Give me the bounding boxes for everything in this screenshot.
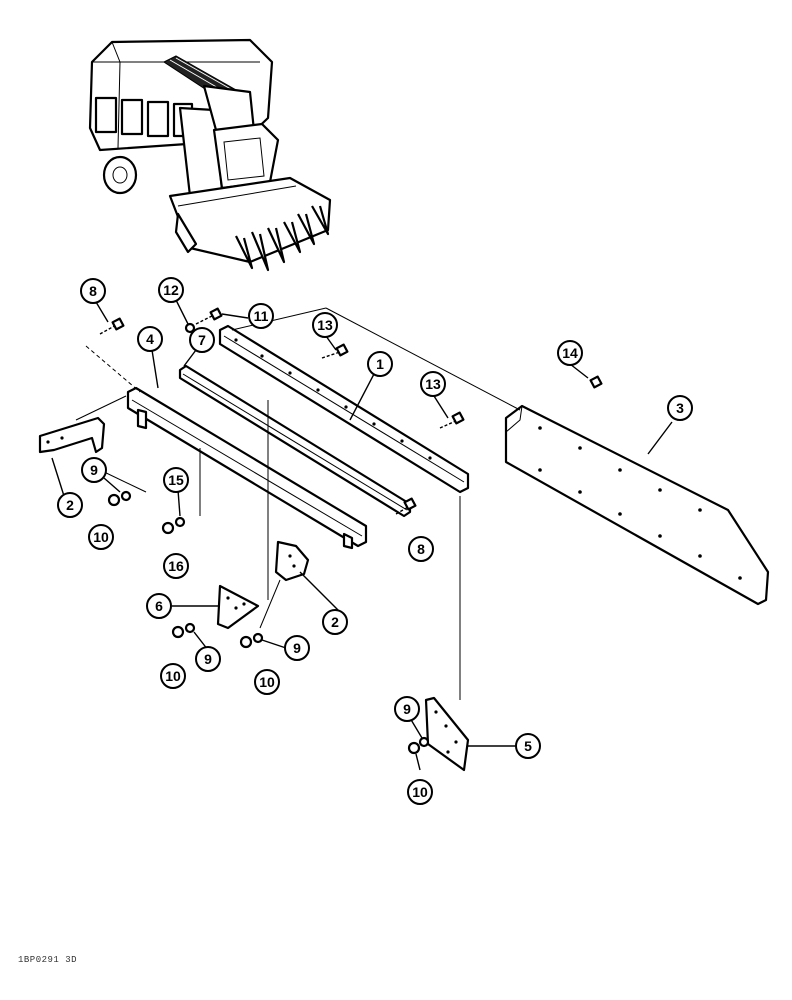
callout-label: 9 xyxy=(293,640,301,656)
callout-label: 8 xyxy=(417,541,425,557)
callout-label: 15 xyxy=(168,472,184,488)
callout-label: 5 xyxy=(524,738,532,754)
hardware xyxy=(99,307,603,755)
callout-9: 9 xyxy=(394,696,420,722)
callout-11: 11 xyxy=(248,303,274,329)
part-5-plate xyxy=(424,696,470,772)
callout-9: 9 xyxy=(195,646,221,672)
callout-label: 10 xyxy=(412,784,428,800)
row-unit-teeth xyxy=(235,205,330,272)
part-2-bracket-left xyxy=(38,416,106,454)
cotton-picker-illustration xyxy=(88,38,332,272)
callout-label: 8 xyxy=(89,283,97,299)
callout-label: 9 xyxy=(204,651,212,667)
callout-label: 7 xyxy=(198,332,206,348)
callout-10: 10 xyxy=(160,663,186,689)
part-6-plate xyxy=(216,584,260,630)
callout-2: 2 xyxy=(322,609,348,635)
callout-1: 1 xyxy=(367,351,393,377)
part-4-rail xyxy=(126,386,368,550)
figure-id: 1BP0291 3D xyxy=(18,955,78,965)
callout-label: 4 xyxy=(146,331,154,347)
callout-label: 1 xyxy=(376,356,384,372)
callout-4: 4 xyxy=(137,326,163,352)
callout-14: 14 xyxy=(557,340,583,366)
callout-label: 3 xyxy=(676,400,684,416)
callout-10: 10 xyxy=(88,524,114,550)
callout-label: 14 xyxy=(562,345,578,361)
callout-label: 13 xyxy=(425,376,441,392)
callout-label: 12 xyxy=(163,282,179,298)
callout-label: 9 xyxy=(90,462,98,478)
callout-8: 8 xyxy=(408,536,434,562)
callout-label: 10 xyxy=(165,668,181,684)
panel-holes xyxy=(538,426,742,580)
callout-label: 16 xyxy=(168,558,184,574)
part-1-rail xyxy=(218,324,470,494)
callout-label: 2 xyxy=(331,614,339,630)
callout-9: 9 xyxy=(81,457,107,483)
callout-label: 10 xyxy=(259,674,275,690)
callout-7: 7 xyxy=(189,327,215,353)
callout-6: 6 xyxy=(146,593,172,619)
part-2-bracket-right xyxy=(274,540,310,582)
callout-16: 16 xyxy=(163,553,189,579)
callout-2: 2 xyxy=(57,492,83,518)
part-7-rail xyxy=(178,364,412,518)
callout-12: 12 xyxy=(158,277,184,303)
callout-13: 13 xyxy=(420,371,446,397)
callout-label: 2 xyxy=(66,497,74,513)
rail-holes xyxy=(234,338,432,460)
callout-label: 9 xyxy=(403,701,411,717)
callout-9: 9 xyxy=(284,635,310,661)
callout-10: 10 xyxy=(254,669,280,695)
callout-label: 13 xyxy=(317,317,333,333)
callout-label: 11 xyxy=(254,308,269,324)
callout-3: 3 xyxy=(667,395,693,421)
callout-8: 8 xyxy=(80,278,106,304)
callout-15: 15 xyxy=(163,467,189,493)
callout-label: 10 xyxy=(93,529,109,545)
callouts: 8 12 11 4 7 13 1 13 14 3 2 9 15 10 16 8 … xyxy=(57,277,693,805)
part-3-panel xyxy=(504,404,770,606)
leader-lines xyxy=(51,299,673,771)
callout-label: 6 xyxy=(155,598,163,614)
callout-5: 5 xyxy=(515,733,541,759)
callout-13: 13 xyxy=(312,312,338,338)
callout-10: 10 xyxy=(407,779,433,805)
